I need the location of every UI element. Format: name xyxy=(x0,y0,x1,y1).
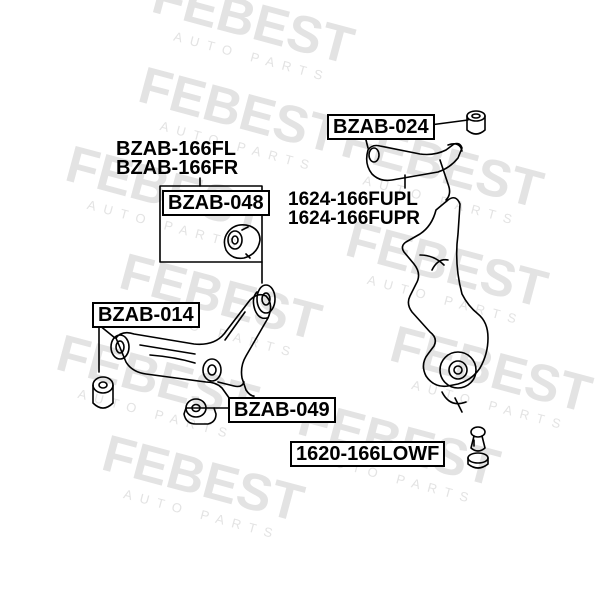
ball-joint-part xyxy=(467,426,489,469)
bzab-048-frame xyxy=(159,185,263,263)
bzab-024-bushing xyxy=(466,110,486,135)
label-bzab-024: BZAB-024 xyxy=(327,114,435,140)
steering-knuckle xyxy=(401,196,489,405)
bzab-048-bushing xyxy=(223,224,261,260)
label-bzab-166fr: BZAB-166FR xyxy=(116,157,239,179)
label-bzab-166fl: BZAB-166FL xyxy=(116,138,237,160)
label-bzab-014: BZAB-014 xyxy=(92,302,200,328)
lower-control-arm xyxy=(110,293,272,407)
label-1620-166lowf: 1620-166LOWF xyxy=(290,441,446,467)
label-1624-166fupr: 1624-166FUPR xyxy=(288,208,421,229)
label-bzab-049: BZAB-049 xyxy=(228,397,336,423)
bzab-049-bushing xyxy=(183,398,217,425)
label-1624-166fupl: 1624-166FUPL xyxy=(288,189,418,210)
leader-line xyxy=(454,397,463,413)
rear-bushing-part xyxy=(252,284,276,320)
label-bzab-048: BZAB-048 xyxy=(162,190,270,216)
upper-control-arm xyxy=(365,142,463,201)
leader-line xyxy=(429,119,469,126)
bzab-014-bushing xyxy=(92,376,114,409)
